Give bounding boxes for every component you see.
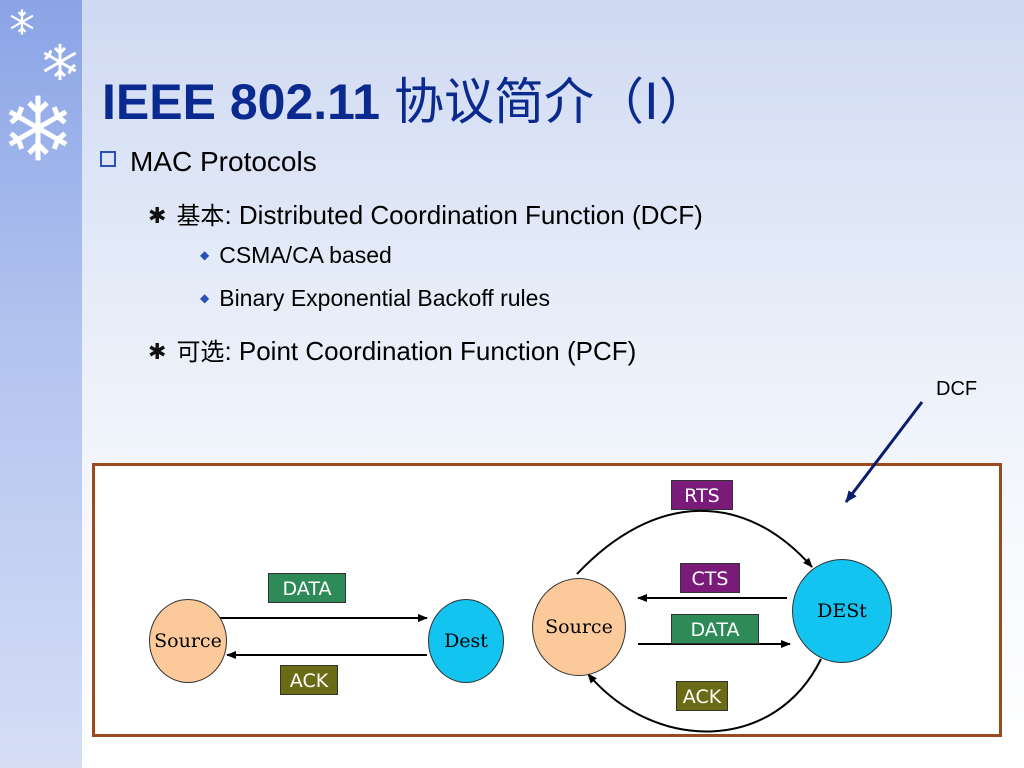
dest-node: Dest (428, 599, 504, 683)
snowflake-icon (43, 44, 77, 80)
asterisk-bullet-icon: ✱ (148, 339, 167, 364)
diamond-bullet-icon: ◆ (200, 291, 210, 305)
node-label: Source (154, 630, 222, 652)
title-cn: 协议简介（Ⅰ） (394, 73, 709, 131)
bullet-text: Binary Exponential Backoff rules (219, 285, 550, 311)
bullet-backoff: ◆ Binary Exponential Backoff rules (200, 285, 550, 312)
snowflake-icon (10, 9, 34, 35)
bullet-mac-protocols: MAC Protocols (100, 146, 317, 178)
bullet-pcf: ✱ 可选: Point Coordination Function (PCF) (148, 332, 636, 367)
data-frame-label: DATA (671, 614, 759, 644)
bullet-text: CSMA/CA based (219, 242, 392, 268)
source-node: Source (532, 578, 626, 676)
node-label: DESt (817, 600, 867, 622)
ack-curve-arrow (587, 658, 822, 733)
asterisk-bullet-icon: ✱ (148, 203, 167, 228)
data-frame-label: DATA (268, 573, 346, 603)
title-main: IEEE 802.11 (102, 74, 381, 130)
diagram-arrows (219, 509, 822, 733)
bullet-dcf: ✱ 基本: Distributed Coordination Function (… (148, 196, 703, 231)
bullet-text: : Distributed Coordination Function (DCF… (224, 200, 703, 230)
diamond-bullet-icon: ◆ (200, 248, 210, 262)
bullet-text: : Point Coordination Function (PCF) (224, 336, 637, 366)
bullet-csma: ◆ CSMA/CA based (200, 242, 392, 269)
source-node: Source (149, 599, 227, 683)
protocol-diagram: Source Dest Source DESt DATA ACK RTS CTS… (92, 463, 1002, 737)
cts-frame-label: CTS (680, 563, 740, 593)
bullet-prefix: 可选 (176, 338, 225, 366)
node-label: Source (545, 616, 613, 638)
dcf-annotation-label: DCF (936, 378, 978, 400)
bullet-text: MAC Protocols (130, 146, 317, 177)
rts-frame-label: RTS (671, 480, 733, 510)
bullet-prefix: 基本 (176, 202, 225, 230)
rts-curve-arrow (576, 509, 813, 575)
snowflake-icon (8, 95, 68, 161)
ack-frame-label: ACK (676, 681, 728, 711)
node-label: Dest (444, 630, 488, 652)
dest-node: DESt (792, 559, 892, 663)
square-bullet-icon (100, 151, 116, 167)
sidebar-decoration (0, 0, 82, 768)
ack-frame-label: ACK (280, 665, 338, 695)
